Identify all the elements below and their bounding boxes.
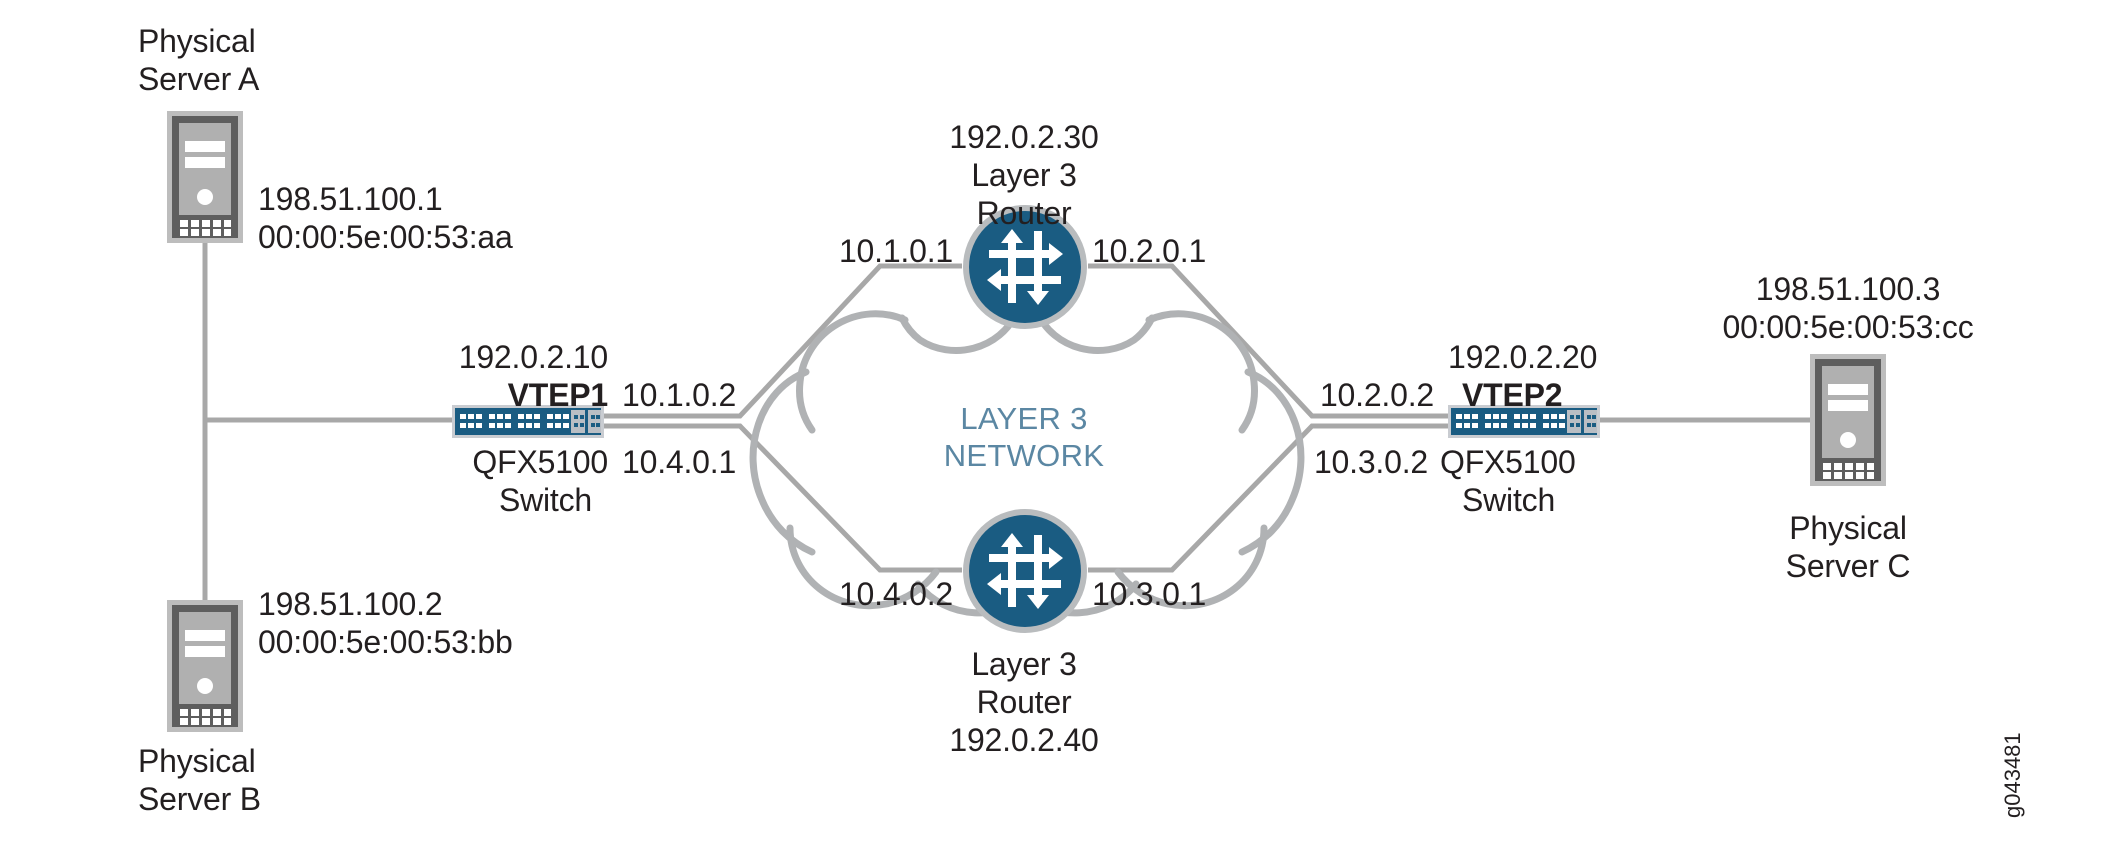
link-router-bottom-vtep2 <box>1088 423 1448 573</box>
server-c-name-line1: Physical <box>1789 510 1907 546</box>
vtep2-loopback: 192.0.2.20 <box>1448 339 1598 375</box>
server-c-mac: 00:00:5e:00:53:cc <box>1722 309 1974 345</box>
vtep1-uplink-bottom-ip: 10.4.0.1 <box>622 444 737 480</box>
server-b-name-line1: Physical <box>138 743 256 779</box>
vtep1-type: Switch <box>498 482 592 518</box>
server-b-name-line2: Server B <box>138 781 261 817</box>
server-c-name-line2: Server C <box>1785 548 1911 584</box>
vtep1-model: QFX5100 <box>472 444 608 480</box>
router-bottom-iface-left: 10.4.0.2 <box>838 576 953 612</box>
server-b-icon <box>167 600 243 732</box>
server-a-mac: 00:00:5e:00:53:aa <box>258 219 513 255</box>
cloud-label-line1: LAYER 3 <box>960 401 1088 436</box>
figure-watermark: g043481 <box>2000 732 2025 818</box>
link-router-top-vtep2 <box>1088 263 1448 419</box>
vtep1-loopback: 192.0.2.10 <box>458 339 608 375</box>
link-vtep1-router-bottom <box>604 423 962 573</box>
server-b-mac: 00:00:5e:00:53:bb <box>258 624 513 660</box>
vtep2-uplink-bottom-ip: 10.3.0.2 <box>1313 444 1428 480</box>
server-c-icon <box>1810 354 1886 486</box>
vtep2-uplink-top-ip: 10.2.0.2 <box>1319 377 1434 413</box>
router-bottom-loopback: 192.0.2.40 <box>949 722 1099 758</box>
router-top-iface-left: 10.1.0.1 <box>838 233 953 269</box>
server-a-ip: 198.51.100.1 <box>258 181 443 217</box>
router-top-iface-right: 10.2.0.1 <box>1092 233 1207 269</box>
server-b-ip: 198.51.100.2 <box>258 586 443 622</box>
server-a-name-line2: Server A <box>138 61 260 97</box>
router-bottom-iface-right: 10.3.0.1 <box>1092 576 1207 612</box>
router-top-name-line2: Router <box>976 195 1072 231</box>
router-bottom-name-line1: Layer 3 <box>971 646 1077 682</box>
vtep2-model: QFX5100 <box>1440 444 1576 480</box>
router-top-loopback: 192.0.2.30 <box>949 119 1099 155</box>
server-a-icon <box>167 111 243 243</box>
cloud-label-line2: NETWORK <box>943 438 1105 473</box>
server-c-ip: 198.51.100.3 <box>1755 271 1941 307</box>
router-bottom-icon <box>963 509 1087 633</box>
connection-lines <box>202 243 1810 600</box>
router-bottom-name-line2: Router <box>976 684 1072 720</box>
vtep2-type: Switch <box>1462 482 1556 518</box>
server-a-name-line1: Physical <box>138 23 256 59</box>
vtep1-label: VTEP1 <box>507 377 609 413</box>
vtep1-uplink-top-ip: 10.1.0.2 <box>622 377 737 413</box>
vtep2-label: VTEP2 <box>1462 377 1563 413</box>
router-top-name-line1: Layer 3 <box>971 157 1077 193</box>
link-vtep1-router-top <box>604 263 962 419</box>
